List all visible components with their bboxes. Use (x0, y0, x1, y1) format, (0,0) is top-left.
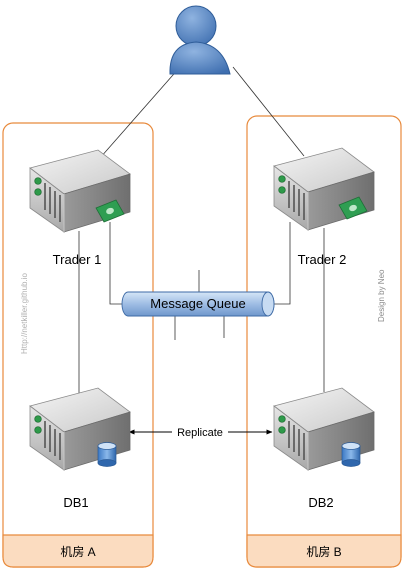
trader2-node: Trader 2 (273, 147, 375, 267)
watermark-left: Http://netkiller.github.io (20, 273, 29, 354)
replicate-label: Replicate (177, 427, 223, 439)
db1-database-icon (97, 442, 117, 467)
queue-cylinder-end (261, 291, 275, 317)
db1-label: DB1 (63, 495, 88, 510)
room-b-label: 机房 B (306, 544, 341, 559)
edge-user-trader2 (232, 66, 305, 157)
edge-user-trader1 (99, 66, 181, 159)
user-icon (169, 5, 231, 75)
trader1-label: Trader 1 (53, 252, 102, 267)
room-b-footer (246, 534, 402, 568)
watermark-right: Design by Neo (377, 269, 386, 322)
trader1-node: Trader 1 (29, 149, 131, 267)
edge-trader2-queue (273, 222, 291, 305)
db2-label: DB2 (308, 495, 333, 510)
db1-node: DB1 (29, 387, 131, 510)
connectors (78, 66, 325, 398)
trader2-label: Trader 2 (298, 252, 347, 267)
message-queue: Message Queue (121, 291, 275, 317)
queue-label: Message Queue (150, 296, 245, 311)
replicate-edge: Replicate (128, 424, 273, 439)
room-a-label: 机房 A (60, 544, 95, 559)
edge-trader1-queue (109, 222, 124, 305)
replicate-label-bg (172, 424, 228, 439)
db2-database-icon (341, 442, 361, 467)
db2-node: DB2 (273, 387, 375, 510)
room-a-footer (2, 534, 154, 568)
